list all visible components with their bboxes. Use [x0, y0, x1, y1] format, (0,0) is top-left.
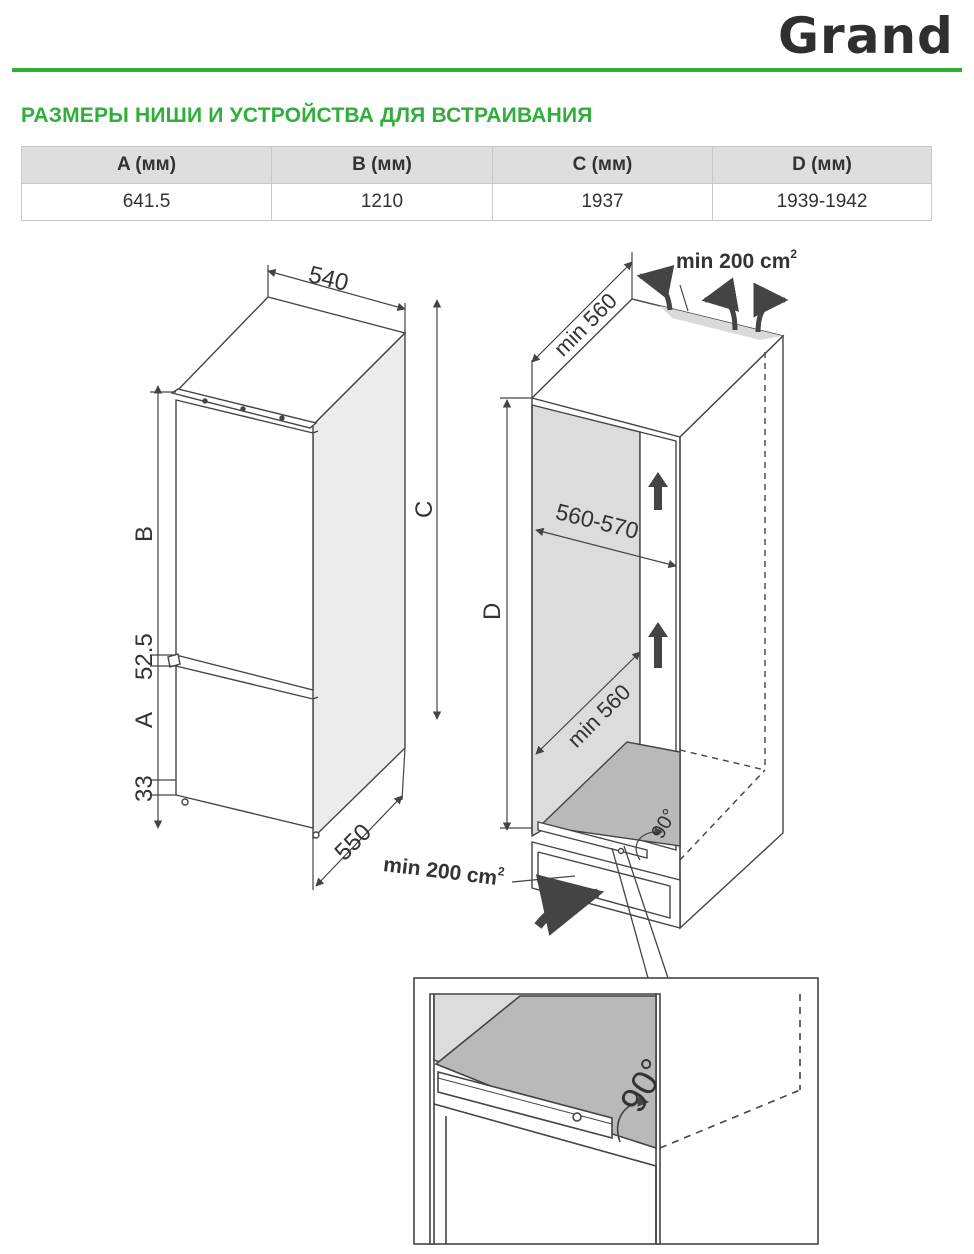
- airflow-up-arrows: [648, 472, 668, 668]
- dimensions-table: A (мм) B (мм) C (мм) D (мм) 641.5 1210 1…: [21, 146, 932, 221]
- niche-top-vent-label: min 200 cm2: [676, 247, 797, 273]
- column-header-b: B (мм): [271, 146, 493, 184]
- bottom-intake-arrow: [534, 874, 605, 936]
- niche-bottom-vent-label: min 200 cm2: [382, 850, 506, 891]
- table-header-row: A (мм) B (мм) C (мм) D (мм): [21, 146, 932, 184]
- fridge-gap-label: 52.5: [131, 633, 158, 680]
- niche-dimensions: [500, 252, 689, 883]
- niche-height-label: D: [479, 603, 506, 620]
- niche-top-vent-text: min 200 cm: [676, 250, 790, 273]
- value-a: 641.5: [21, 183, 272, 221]
- fridge-depth-label: 550: [330, 819, 377, 866]
- fridge-dimensions: [150, 265, 442, 890]
- niche-top-vent-sup: 2: [790, 247, 797, 261]
- detail-view: [413, 977, 819, 1245]
- niche-bottom-vent-text: min 200 cm: [382, 853, 498, 890]
- fridge-base-label: 33: [131, 775, 158, 802]
- value-c: 1937: [492, 183, 713, 221]
- fridge-lower-door-label: A: [131, 712, 158, 728]
- fridge-height-label: C: [411, 501, 438, 518]
- top-airflow-arrows: [636, 265, 789, 333]
- column-header-d: D (мм): [712, 146, 932, 184]
- grand-logo: Grand: [778, 7, 954, 65]
- value-d: 1939-1942: [712, 183, 932, 221]
- fridge-drawing: [167, 296, 407, 840]
- detail-callout-lines: [611, 845, 669, 979]
- column-header-c: C (мм): [492, 146, 713, 184]
- fridge-width-label: 540: [306, 261, 351, 297]
- page-title: РАЗМЕРЫ НИШИ И УСТРОЙСТВА ДЛЯ ВСТРАИВАНИ…: [21, 104, 593, 127]
- niche-bottom-vent-sup: 2: [497, 864, 506, 879]
- column-header-a: A (мм): [21, 146, 272, 184]
- header-divider: [12, 68, 962, 72]
- value-b: 1210: [271, 183, 493, 221]
- table-row: 641.5 1210 1937 1939-1942: [21, 183, 932, 221]
- fridge-upper-door-label: B: [131, 526, 158, 542]
